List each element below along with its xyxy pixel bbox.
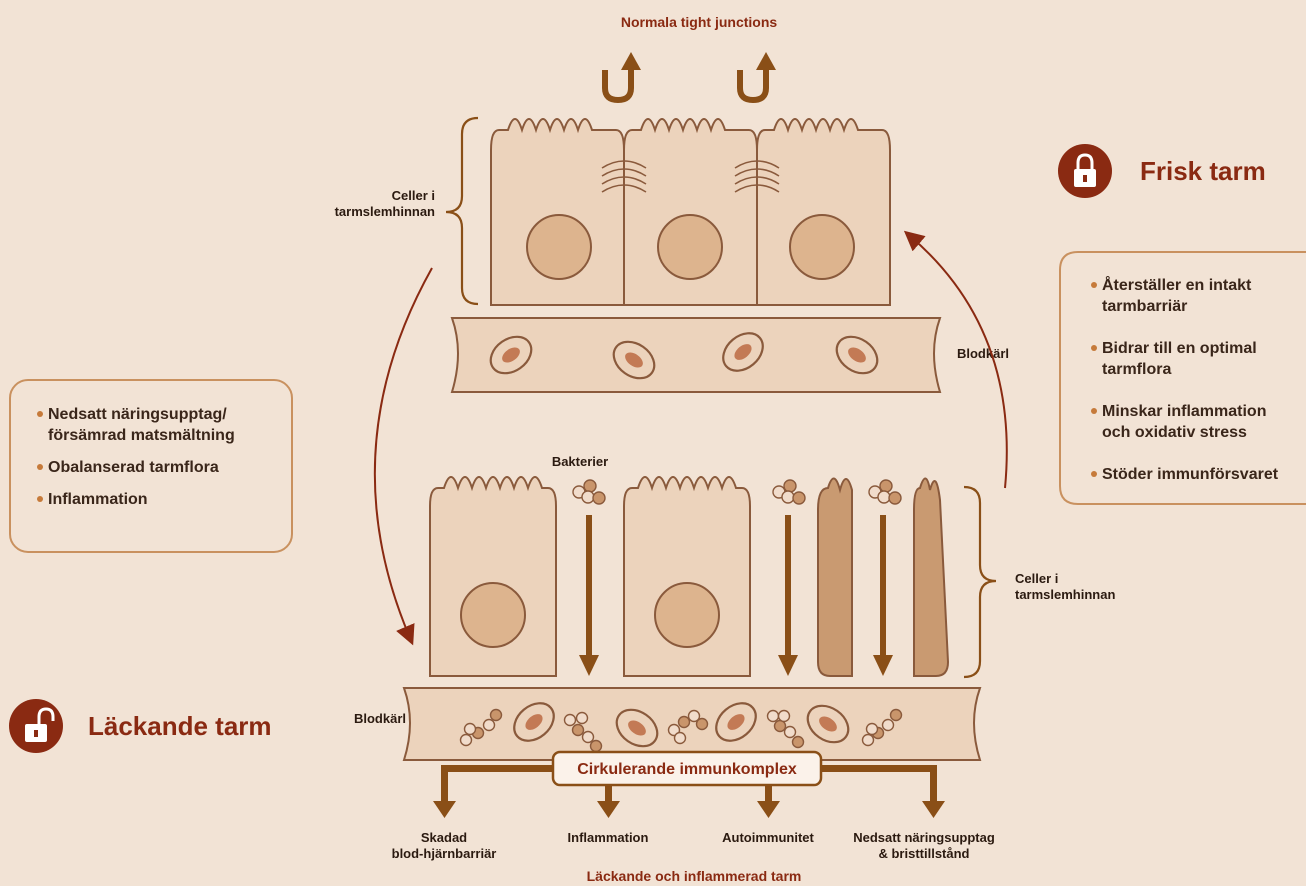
lock-open-icon [9, 699, 63, 753]
bullet-dot [37, 464, 43, 470]
list-item: Bidrar till en optimal [1102, 340, 1257, 357]
outcome-label: & bristtillstånd [878, 846, 969, 861]
cells-bottom-label-1: Celler i [1015, 571, 1058, 586]
list-item: Återställer en intakt [1102, 275, 1252, 294]
list-item: och oxidativ stress [1102, 424, 1247, 441]
bacteria-cluster [573, 480, 605, 504]
leaky-title: Läckande tarm [88, 711, 272, 741]
u-turn-arrow-left [605, 52, 641, 100]
list-item: Stöder immunförsvaret [1102, 466, 1279, 483]
list-item: tarmflora [1102, 361, 1171, 378]
nucleus [790, 215, 854, 279]
vessel-top-label: Blodkärl [957, 346, 1009, 361]
bullet-dot [37, 496, 43, 502]
outcome-label: blod-hjärnbarriär [392, 846, 497, 861]
bullet-dot [1091, 282, 1097, 288]
brace-bottom [964, 487, 996, 677]
cells-bottom-label-2: tarmslemhinnan [1015, 587, 1115, 602]
bullet-dot [1091, 471, 1097, 477]
outcome-label: Skadad [421, 830, 467, 845]
u-turn-arrow-right [740, 52, 776, 100]
healthy-cells [491, 119, 890, 305]
blood-vessel-bottom [404, 688, 980, 760]
leaky-cells [430, 477, 948, 676]
cells-top-label-1: Celler i [392, 188, 435, 203]
healthy-title: Frisk tarm [1140, 156, 1266, 186]
nucleus [658, 215, 722, 279]
nucleus [461, 583, 525, 647]
bullet-dot [1091, 408, 1097, 414]
nucleus [655, 583, 719, 647]
outcome-label: Autoimmunitet [722, 830, 814, 845]
list-item: Nedsatt näringsupptag/ [48, 406, 227, 423]
list-item: Obalanserad tarmflora [48, 459, 219, 476]
bullet-dot [1091, 345, 1097, 351]
bacteria-passage-arrow [579, 515, 599, 676]
lock-closed-icon [1058, 144, 1112, 198]
bottom-title: Läckande och inflammerad tarm [587, 868, 802, 884]
bacteria-label: Bakterier [552, 454, 608, 469]
curve-arrow-down [375, 268, 432, 638]
brace-top [446, 118, 478, 304]
list-item: Inflammation [48, 491, 148, 508]
list-item: Minskar inflammation [1102, 403, 1266, 420]
bacteria-passage-arrow [778, 515, 798, 676]
leaky-consequences-list: Nedsatt näringsupptag/försämrad matsmält… [37, 406, 235, 508]
nucleus [527, 215, 591, 279]
bacteria-cluster [869, 480, 901, 504]
top-title: Normala tight junctions [621, 14, 778, 30]
blood-vessel-top [452, 318, 940, 392]
outcome-label: Inflammation [568, 830, 649, 845]
bacteria-passage-arrow [873, 515, 893, 676]
immune-complex-label: Cirkulerande immunkomplex [577, 761, 797, 778]
list-item: försämrad matsmältning [48, 427, 235, 444]
bullet-dot [37, 411, 43, 417]
cells-top-label-2: tarmslemhinnan [335, 204, 435, 219]
vessel-bottom-label: Blodkärl [354, 711, 406, 726]
list-item: tarmbarriär [1102, 298, 1187, 315]
outcome-label: Nedsatt näringsupptag [853, 830, 995, 845]
bacteria-cluster [773, 480, 805, 504]
